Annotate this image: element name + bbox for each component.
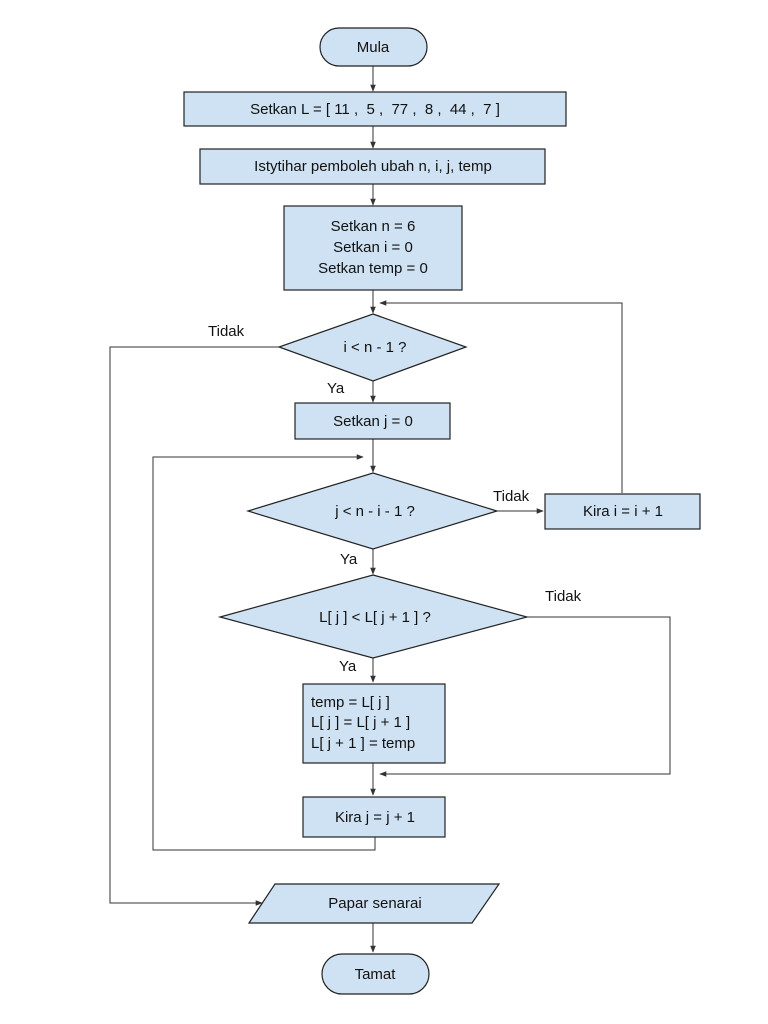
cond-inner-diamond [245,472,500,550]
end-label: Tamat [355,966,397,983]
cond-inner-label: j < n - i - 1 ? [334,503,415,520]
cond-compare-diamond [217,574,530,659]
node-init: Setkan n = 6 Setkan i = 0 Setkan temp = … [283,205,463,291]
node-cond-compare: L[ j ] < L[ j + 1 ] ? [217,574,530,659]
cond-compare-label: L[ j ] < L[ j + 1 ] ? [319,609,431,626]
declare-label: Istytihar pemboleh ubah n, i, j, temp [254,158,492,175]
swap-line-2: L[ j ] = L[ j + 1 ] [311,714,410,731]
swap-line-3: L[ j + 1 ] = temp [311,735,415,752]
swap-box [302,683,446,764]
inc-i-label: Kira i = i + 1 [583,503,663,520]
node-inc-i: Kira i = i + 1 [544,493,701,530]
node-swap: temp = L[ j ] L[ j ] = L[ j + 1 ] L[ j +… [302,683,446,764]
branch-labels: Tidak Ya Tidak Ya Tidak Ya [208,323,582,675]
set-j-label: Setkan j = 0 [333,413,413,430]
cond-outer-label: i < n - 1 ? [344,339,407,356]
node-start: Mula [319,27,428,67]
set-list-box [183,91,567,127]
cond-outer-diamond [277,313,468,382]
node-inc-j: Kira j = j + 1 [302,796,446,838]
start-label: Mula [357,39,390,56]
node-set-j: Setkan j = 0 [294,402,451,440]
node-declare: Istytihar pemboleh ubah n, i, j, temp [199,148,546,185]
edge-inc-j-loop-back [152,454,376,851]
start-terminator [319,27,428,67]
edge-inc-i-loop-back [379,300,623,493]
outer-yes-label: Ya [327,380,345,397]
output-parallelogram [247,883,501,924]
node-cond-outer: i < n - 1 ? [277,313,468,382]
compare-yes-label: Ya [339,658,357,675]
init-line-2: Setkan i = 0 [333,239,413,256]
init-line-1: Setkan n = 6 [331,218,416,235]
end-terminator [321,953,430,995]
connectors [109,66,671,953]
inc-i-box [544,493,701,530]
set-j-box [294,402,451,440]
inc-j-label: Kira j = j + 1 [335,809,415,826]
node-cond-inner: j < n - i - 1 ? [245,472,500,550]
init-line-3: Setkan temp = 0 [318,260,428,277]
init-box [283,205,463,291]
inc-j-box [302,796,446,838]
node-end: Tamat [321,953,430,995]
set-list-label: Setkan L = [ 11 , 5 , 77 , 8 , 44 , 7 ] [250,101,500,118]
node-set-list: Setkan L = [ 11 , 5 , 77 , 8 , 44 , 7 ] [183,91,567,127]
edge-compare-no-bypass [379,616,671,777]
node-output: Papar senarai [247,883,501,924]
inner-yes-label: Ya [340,551,358,568]
swap-line-1: temp = L[ j ] [311,694,390,711]
declare-box [199,148,546,185]
outer-no-label: Tidak [208,323,245,340]
compare-no-label: Tidak [545,588,582,605]
edge-outer-no-to-output [109,346,279,906]
output-label: Papar senarai [328,895,421,912]
inner-no-label: Tidak [493,488,530,505]
